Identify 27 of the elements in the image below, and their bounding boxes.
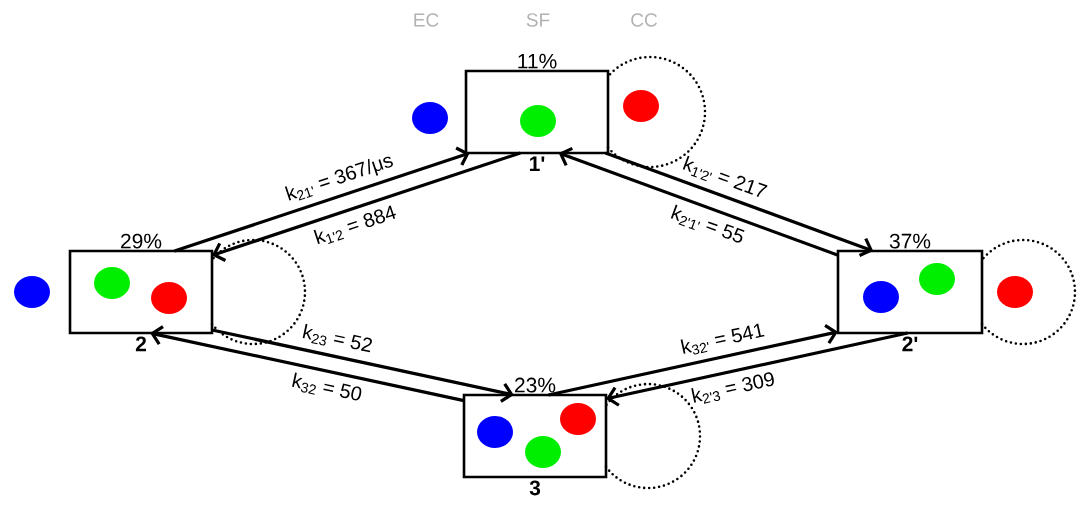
state-name: 1' <box>530 156 545 171</box>
percent-label: 11% <box>518 53 557 69</box>
arrow <box>173 146 470 253</box>
arrow <box>604 151 874 257</box>
column-label: EC <box>414 13 439 27</box>
arrow <box>150 325 465 403</box>
edge-label: k$_{32}$ = 50 <box>292 372 362 401</box>
percent-label: 29% <box>121 233 162 249</box>
edge-label: k$_{1'2'}$ = 217 <box>682 155 768 197</box>
arrow <box>605 331 908 407</box>
state-name: 2 <box>135 336 146 352</box>
column-label: SF <box>526 13 550 27</box>
arrow <box>211 151 521 262</box>
edge-label: k$_{2'3}$ = 309 <box>691 372 774 404</box>
percent-label: 23% <box>515 377 556 393</box>
percent-label: 37% <box>889 233 931 249</box>
edge-label: k$_{23}$ = 52 <box>302 323 372 353</box>
edge-label: k$_{32'}$ = 541 <box>680 323 765 355</box>
column-label: CC <box>631 13 657 27</box>
arrow <box>558 146 839 257</box>
arrow <box>548 324 838 397</box>
edge-label: k$_{1'2}$ = 884 <box>313 205 396 245</box>
state-name: 3 <box>529 480 541 496</box>
state-name: 2' <box>902 336 918 352</box>
arrow <box>211 328 514 403</box>
edge-label: k$_{2'1'}$ = 55 <box>670 204 745 243</box>
edge-label: k$_{21'}$ = 367/μs <box>284 156 393 201</box>
